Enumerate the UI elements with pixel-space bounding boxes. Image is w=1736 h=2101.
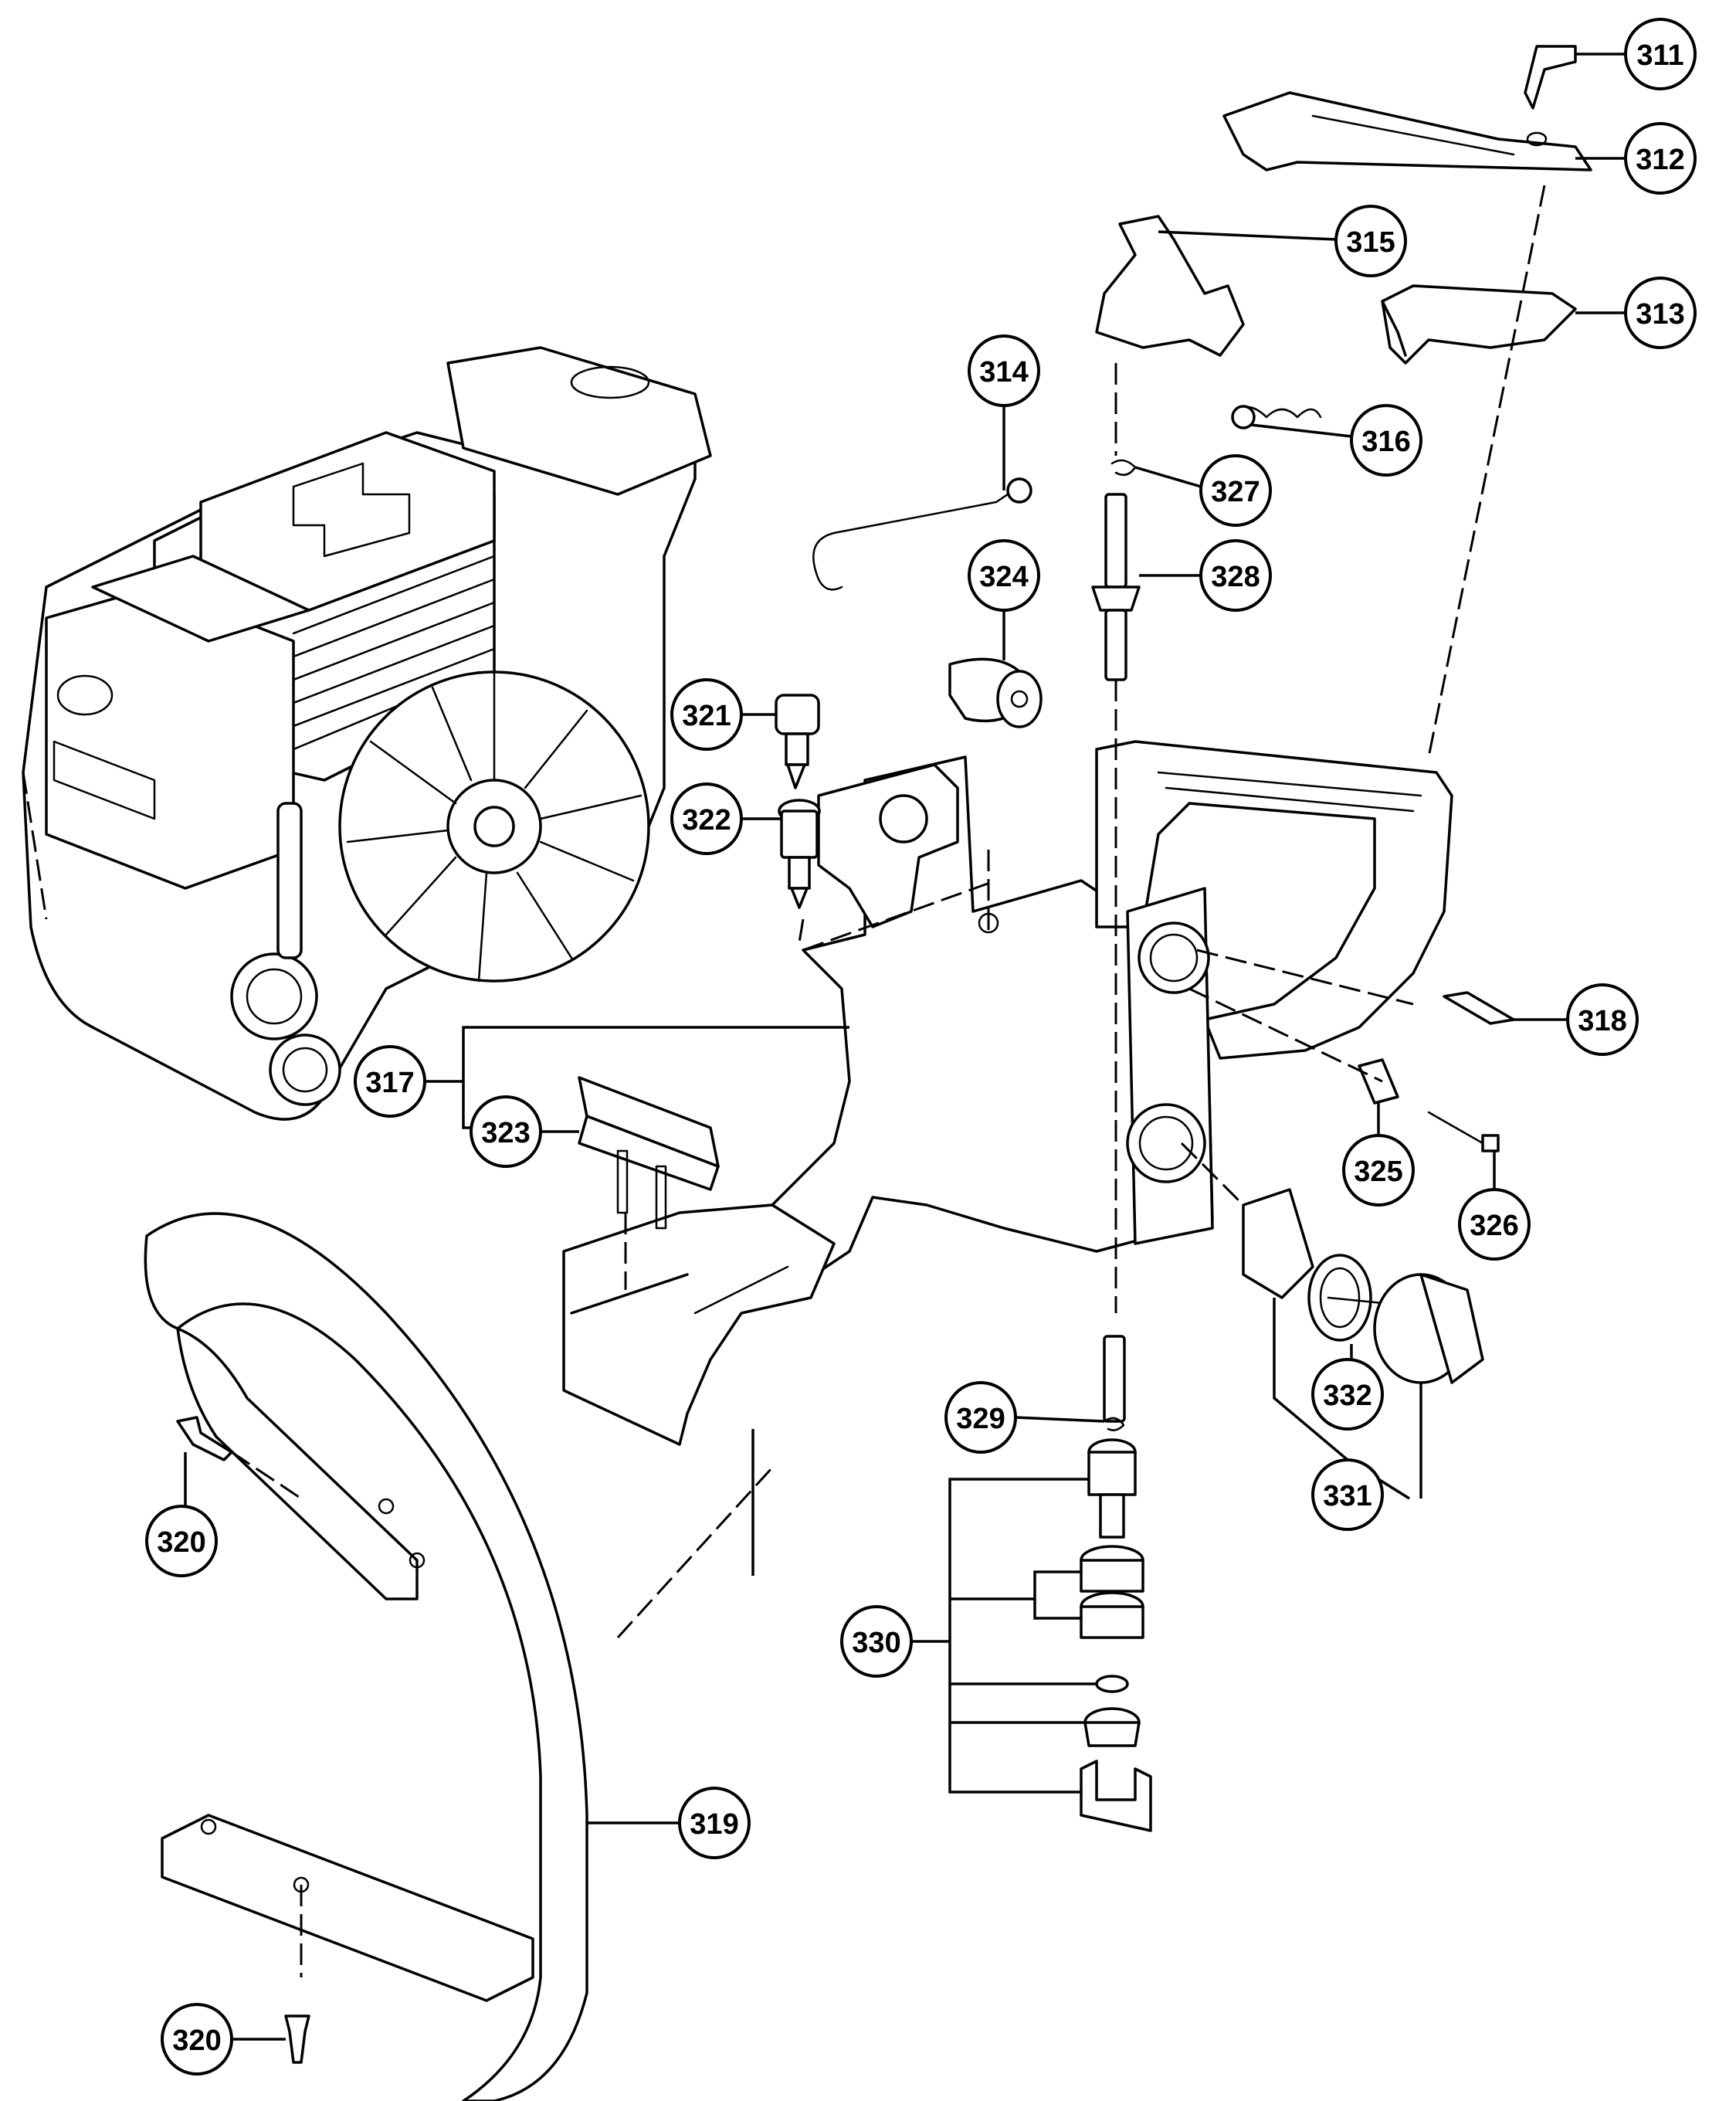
callout-label: 331 — [1323, 1480, 1372, 1512]
callout-label: 316 — [1361, 426, 1410, 458]
callout-326: 326 — [1458, 1188, 1531, 1261]
pin-parts — [1358, 991, 1515, 1152]
callout-label: 325 — [1354, 1156, 1402, 1188]
callout-label: 319 — [690, 1808, 738, 1841]
callout-label: 318 — [1578, 1005, 1626, 1037]
callout-331: 331 — [1311, 1458, 1384, 1531]
callout-317: 317 — [354, 1045, 426, 1118]
callout-315: 315 — [1334, 205, 1407, 277]
grip-block — [578, 1076, 720, 1230]
callout-313: 313 — [1624, 277, 1697, 349]
callout-label: 328 — [1211, 561, 1260, 593]
callout-332: 332 — [1311, 1358, 1384, 1431]
callout-label: 315 — [1346, 226, 1395, 259]
callout-label: 320 — [157, 1526, 205, 1559]
callout-312: 312 — [1624, 122, 1697, 195]
callout-label: 317 — [365, 1067, 414, 1099]
callout-label: 330 — [852, 1627, 900, 1659]
valve-parts — [775, 694, 821, 909]
callout-label: 314 — [979, 356, 1028, 389]
callout-327: 327 — [1199, 454, 1272, 527]
callout-label: 332 — [1323, 1380, 1372, 1412]
callout-330: 330 — [840, 1605, 913, 1678]
callout-319: 319 — [678, 1787, 751, 1859]
top-handle-parts — [812, 45, 1592, 728]
callout-label: 312 — [1636, 144, 1684, 176]
leader-lines — [184, 53, 1626, 2041]
assembly-lines — [231, 185, 1546, 1977]
callout-label: 322 — [682, 804, 731, 837]
fuel-cap-parts — [1242, 1188, 1484, 1384]
callout-316: 316 — [1350, 404, 1422, 477]
callout-318: 318 — [1566, 983, 1639, 1056]
callout-324: 324 — [968, 539, 1040, 612]
callout-329: 329 — [944, 1381, 1017, 1454]
callout-323: 323 — [470, 1095, 542, 1168]
screw-parts — [176, 1416, 310, 2064]
front-handle-bar — [144, 1212, 588, 2101]
callout-label: 324 — [979, 561, 1028, 593]
callout-328: 328 — [1199, 539, 1272, 612]
callout-325: 325 — [1342, 1134, 1415, 1207]
callout-label: 327 — [1211, 476, 1260, 508]
lower-mount-stack — [1080, 1335, 1152, 1832]
callout-311: 311 — [1624, 18, 1697, 90]
callout-314: 314 — [968, 334, 1040, 407]
callout-label: 326 — [1470, 1210, 1518, 1242]
callout-322: 322 — [670, 782, 743, 855]
callout-label: 313 — [1636, 298, 1684, 331]
callout-label: 321 — [682, 700, 731, 732]
callout-label: 329 — [956, 1403, 1005, 1435]
rear-handle-fuel-tank — [562, 740, 1453, 1446]
engine-block — [22, 346, 712, 1121]
callout-label: 320 — [172, 2025, 221, 2057]
callout-320-upper: 320 — [145, 1505, 218, 1577]
callout-label: 323 — [481, 1117, 530, 1149]
callout-321: 321 — [670, 678, 743, 751]
callout-label: 311 — [1636, 39, 1683, 72]
callout-320-lower: 320 — [161, 2003, 233, 2076]
